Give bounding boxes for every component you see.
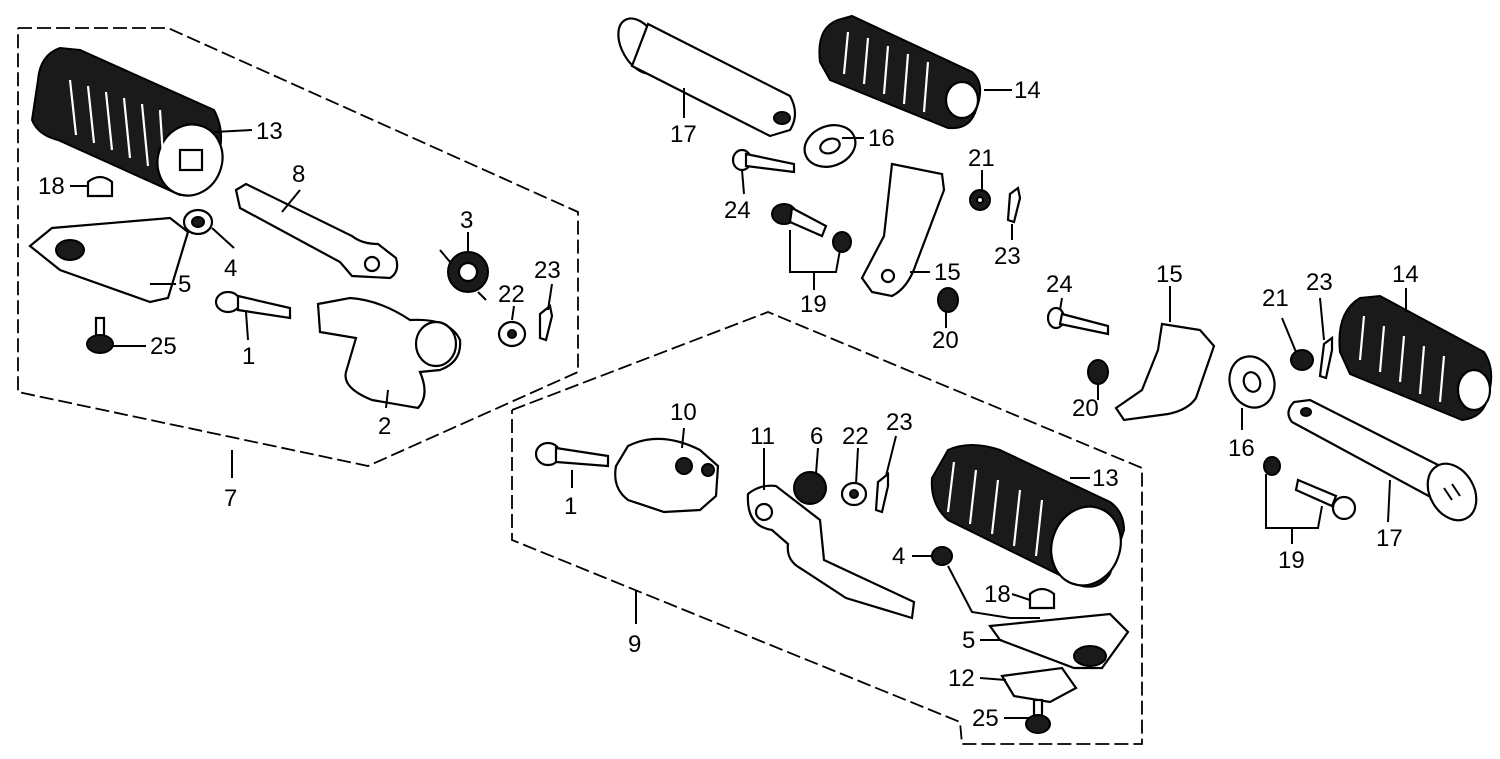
callout-23-left: 23 <box>534 257 561 284</box>
callout-25-left: 25 <box>150 333 177 360</box>
callout-22-left: 22 <box>498 281 525 308</box>
callout-14-right: 14 <box>1392 261 1419 288</box>
callout-6: 6 <box>810 423 823 450</box>
part-17-peg-shaft-right <box>1287 398 1478 522</box>
callout-17-top: 17 <box>670 121 697 148</box>
part-11-peg-arm <box>746 484 916 620</box>
part-4-bushing-center <box>931 546 953 566</box>
part-1-pin-left <box>214 290 292 320</box>
callout-11: 11 <box>750 423 775 450</box>
callout-24-top: 24 <box>724 197 751 224</box>
callout-4-center: 4 <box>892 543 905 570</box>
part-23-cotter-pin-left <box>538 304 554 342</box>
part-19-bolt-nut-right <box>1263 456 1357 521</box>
callout-22-center: 22 <box>842 423 869 450</box>
part-24-pin-right <box>1046 306 1110 336</box>
part-5-plate-center <box>988 612 1130 670</box>
part-14-footpeg-rubber-right <box>1338 294 1493 422</box>
part-3-spring <box>439 249 489 301</box>
part-12-bracket <box>1000 666 1078 704</box>
leader-lines <box>70 88 1407 719</box>
callout-18-center: 18 <box>984 581 1011 608</box>
part-16-washer-right <box>1228 355 1276 409</box>
callout-24-right: 24 <box>1046 271 1073 298</box>
callout-15-right: 15 <box>1156 261 1183 288</box>
callout-labels: 13 18 8 4 5 25 1 2 3 22 23 7 1 10 11 6 2… <box>38 77 1419 732</box>
callout-19-right: 19 <box>1278 547 1305 574</box>
callout-17-right: 17 <box>1376 525 1403 552</box>
part-23-cotter-pin-center <box>874 471 890 514</box>
part-21-nut-right <box>1290 349 1314 371</box>
callout-15-top: 15 <box>934 259 961 286</box>
callout-2: 2 <box>378 413 391 440</box>
part-6-spring <box>793 471 827 505</box>
callout-18-left: 18 <box>38 173 65 200</box>
loose-parts-group <box>617 14 1493 522</box>
part-10-bracket <box>614 437 720 514</box>
callout-23-right: 23 <box>1306 269 1333 296</box>
callout-3: 3 <box>460 207 473 234</box>
callout-13-center: 13 <box>1092 465 1119 492</box>
part-14-footpeg-rubber-top <box>818 14 982 130</box>
part-13-footpeg-rubber-center <box>930 444 1126 588</box>
part-5-plate-left <box>28 216 190 304</box>
callout-21-top: 21 <box>968 145 995 172</box>
part-15-bracket-top <box>860 162 946 298</box>
callout-23-center: 23 <box>886 409 913 436</box>
part-22-washer-center <box>840 481 868 507</box>
callout-7: 7 <box>224 485 237 512</box>
assembly-9-group <box>511 311 1143 745</box>
part-8-peg-arm <box>234 182 399 280</box>
part-24-pin-top <box>731 148 796 174</box>
part-15-bracket-right <box>1114 322 1216 422</box>
assembly-9-boundary <box>511 311 1143 745</box>
part-25-bolt-left <box>86 316 114 354</box>
callout-19-top: 19 <box>800 291 827 318</box>
callout-9: 9 <box>628 631 641 658</box>
assembly-7-group <box>17 27 579 467</box>
part-19-bolt-nut-top <box>771 203 852 253</box>
part-21-nut-top <box>969 189 991 211</box>
part-4-bushing-left <box>182 208 214 236</box>
part-23-cotter-pin-right <box>1318 335 1334 380</box>
part-25-bolt-center <box>1025 698 1051 734</box>
part-18-cap-center <box>1028 587 1056 610</box>
callout-5-center: 5 <box>962 627 975 654</box>
callout-8: 8 <box>292 161 305 188</box>
callout-4-left: 4 <box>224 255 237 282</box>
part-16-washer-top <box>803 124 857 168</box>
part-20-nut-top <box>937 287 959 313</box>
callout-23-top: 23 <box>994 243 1021 270</box>
callout-21-right: 21 <box>1262 285 1289 312</box>
part-18-cap <box>86 175 114 198</box>
callout-14-top: 14 <box>1014 77 1041 104</box>
part-1-pin-center <box>534 441 610 468</box>
callout-1-left: 1 <box>242 343 255 370</box>
callout-10: 10 <box>670 399 697 426</box>
callout-1-center: 1 <box>564 493 577 520</box>
callout-12: 12 <box>948 665 975 692</box>
callout-13-left: 13 <box>256 118 283 145</box>
part-20-nut-right <box>1087 359 1109 385</box>
callout-16-top: 16 <box>868 125 895 152</box>
callout-5-left: 5 <box>178 271 191 298</box>
part-23-cotter-pin-top <box>1006 186 1022 224</box>
callout-25-center: 25 <box>972 705 999 732</box>
part-17-peg-shaft-top <box>617 17 797 138</box>
callout-16-right: 16 <box>1228 435 1255 462</box>
callout-20-top: 20 <box>932 327 959 354</box>
part-13-footpeg-rubber <box>30 46 224 197</box>
callout-20-right: 20 <box>1072 395 1099 422</box>
part-22-washer-left <box>497 320 527 348</box>
